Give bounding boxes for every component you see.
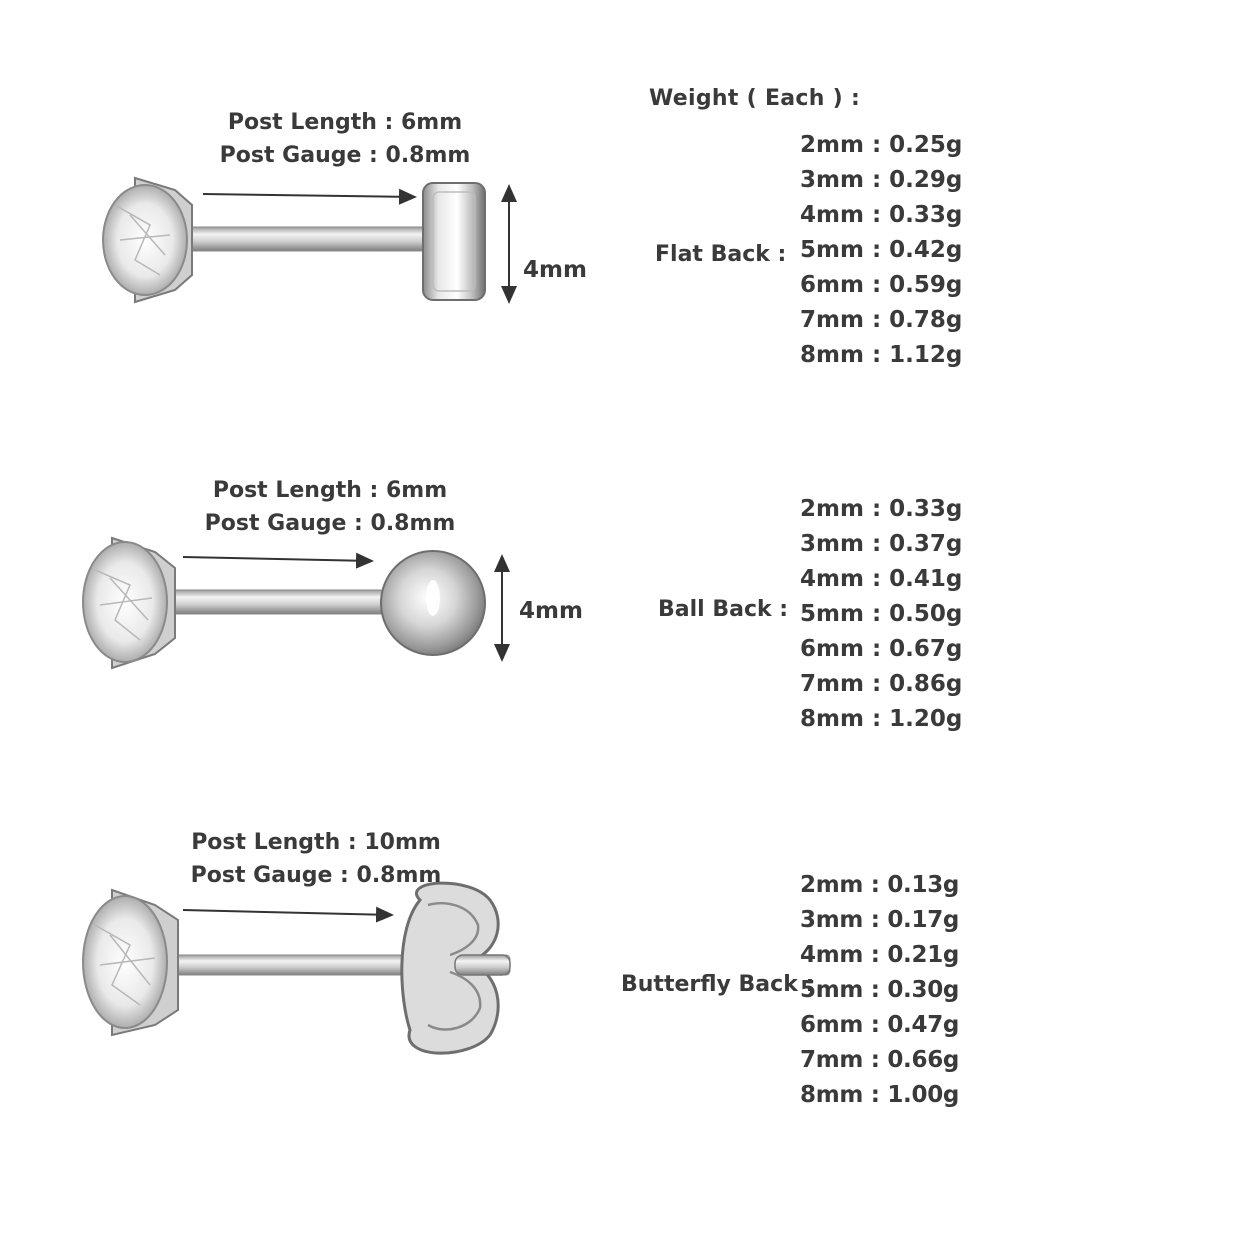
weight-row: 3mm : 0.37g — [800, 531, 963, 557]
weight-row: 5mm : 0.30g — [800, 977, 960, 1003]
ball-back-label: Ball Back : — [658, 597, 789, 622]
weight-row: 3mm : 0.17g — [800, 907, 960, 933]
post-length-arrow — [182, 552, 374, 569]
weight-row: 6mm : 0.47g — [800, 1012, 960, 1038]
ball-back-spec: Post Length : 6mm Post Gauge : 0.8mm — [200, 474, 460, 540]
post-gauge-label: Post Gauge : 0.8mm — [190, 863, 442, 888]
weight-row: 2mm : 0.13g — [800, 872, 960, 898]
butterfly-back-spec: Post Length : 10mm Post Gauge : 0.8mm — [186, 826, 446, 892]
weight-row: 6mm : 0.67g — [800, 636, 963, 662]
weight-row: 2mm : 0.25g — [800, 132, 963, 158]
weight-heading: Weight ( Each ) : — [649, 86, 861, 111]
weight-row: 7mm : 0.66g — [800, 1047, 960, 1073]
flat-back-earring — [102, 176, 486, 304]
weight-row: 3mm : 0.29g — [800, 167, 963, 193]
post-length-label: Post Length : 10mm — [191, 830, 441, 855]
post-length-label: Post Length : 6mm — [227, 110, 463, 135]
weight-row: 8mm : 1.20g — [800, 706, 963, 732]
post-length-arrow — [182, 906, 394, 923]
ball-back-earring — [82, 536, 486, 670]
weight-row: 4mm : 0.41g — [800, 566, 963, 592]
butterfly-back-earring — [82, 881, 511, 1055]
post-length-label: Post Length : 6mm — [212, 478, 448, 503]
weight-row: 8mm : 1.12g — [800, 342, 963, 368]
post-gauge-label: Post Gauge : 0.8mm — [219, 143, 471, 168]
flat-back-label: Flat Back : — [655, 242, 787, 267]
weight-row: 5mm : 0.50g — [800, 601, 963, 627]
weight-row: 4mm : 0.21g — [800, 942, 960, 968]
flat-back-weights: 2mm : 0.25g 3mm : 0.29g 4mm : 0.33g 5mm … — [800, 128, 962, 373]
size-label: 4mm — [523, 257, 587, 283]
weight-row: 6mm : 0.59g — [800, 272, 963, 298]
weight-row: 2mm : 0.33g — [800, 496, 963, 522]
post-length-arrow — [202, 188, 417, 205]
post-gauge-label: Post Gauge : 0.8mm — [204, 511, 456, 536]
weight-row: 7mm : 0.86g — [800, 671, 963, 697]
ball-back-weights: 2mm : 0.33g 3mm : 0.37g 4mm : 0.41g 5mm … — [800, 492, 962, 737]
weight-row: 4mm : 0.33g — [800, 202, 963, 228]
butterfly-back-weights: 2mm : 0.13g 3mm : 0.17g 4mm : 0.21g 5mm … — [800, 868, 959, 1113]
butterfly-back-label: Butterfly Back : — [621, 972, 815, 997]
weight-row: 8mm : 1.00g — [800, 1082, 960, 1108]
size-label: 4mm — [519, 598, 583, 624]
flat-back-spec: Post Length : 6mm Post Gauge : 0.8mm — [215, 106, 475, 172]
weight-row: 5mm : 0.42g — [800, 237, 963, 263]
weight-row: 7mm : 0.78g — [800, 307, 963, 333]
